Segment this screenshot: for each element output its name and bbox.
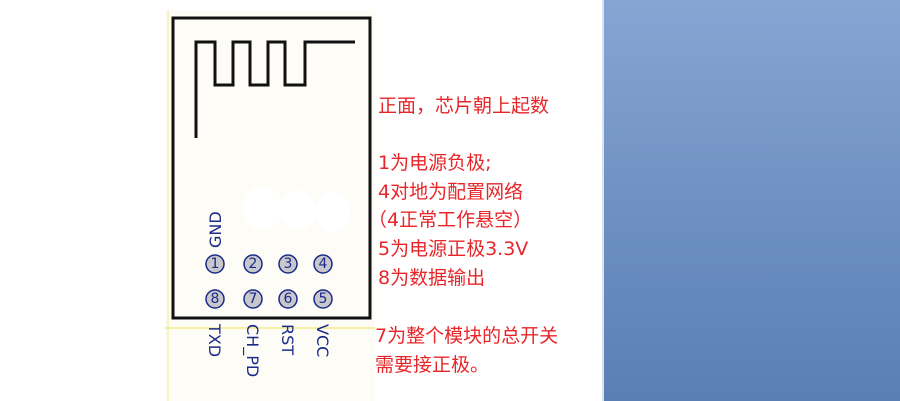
pin-label: RST <box>278 324 297 355</box>
pin-number: 6 <box>284 291 293 307</box>
pin-label: GND <box>206 211 225 248</box>
note-line: （4正常工作悬空） <box>368 209 533 231</box>
note-heading: 正面，芯片朝上起数 <box>378 95 550 117</box>
pin-1 <box>205 254 225 274</box>
pin-number: 4 <box>319 256 328 272</box>
pin-7 <box>243 289 263 309</box>
pin-number: 7 <box>249 291 258 307</box>
pin-number: 8 <box>211 291 220 307</box>
side-panel <box>602 0 900 401</box>
pin-label: VCC <box>313 324 332 357</box>
pin-4 <box>313 254 333 274</box>
blank-spot <box>243 186 283 230</box>
pin-label: TXD <box>205 323 224 357</box>
blank-spot <box>280 190 316 230</box>
blank-spot <box>315 192 351 232</box>
note-footer: 需要接正极。 <box>375 354 490 376</box>
pin-5 <box>313 289 333 309</box>
pin-6 <box>278 289 298 309</box>
pin-3 <box>278 254 298 274</box>
pin-number: 5 <box>319 291 328 307</box>
pin-label: CH_PD <box>242 324 262 377</box>
pin-number: 1 <box>211 256 220 272</box>
note-line: 4对地为配置网络 <box>378 181 524 203</box>
pin-number: 3 <box>284 256 293 272</box>
note-footer: 7为整个模块的总开关 <box>375 325 559 347</box>
pin-number: 2 <box>249 256 258 272</box>
pin-8 <box>205 289 225 309</box>
note-line: 5为电源正极3.3V <box>378 238 529 260</box>
antenna-trace <box>194 40 355 138</box>
note-line: 8为数据输出 <box>378 267 486 289</box>
module-outline <box>171 16 372 320</box>
note-line: 1为电源负极; <box>378 152 492 174</box>
pin-2 <box>243 254 263 274</box>
